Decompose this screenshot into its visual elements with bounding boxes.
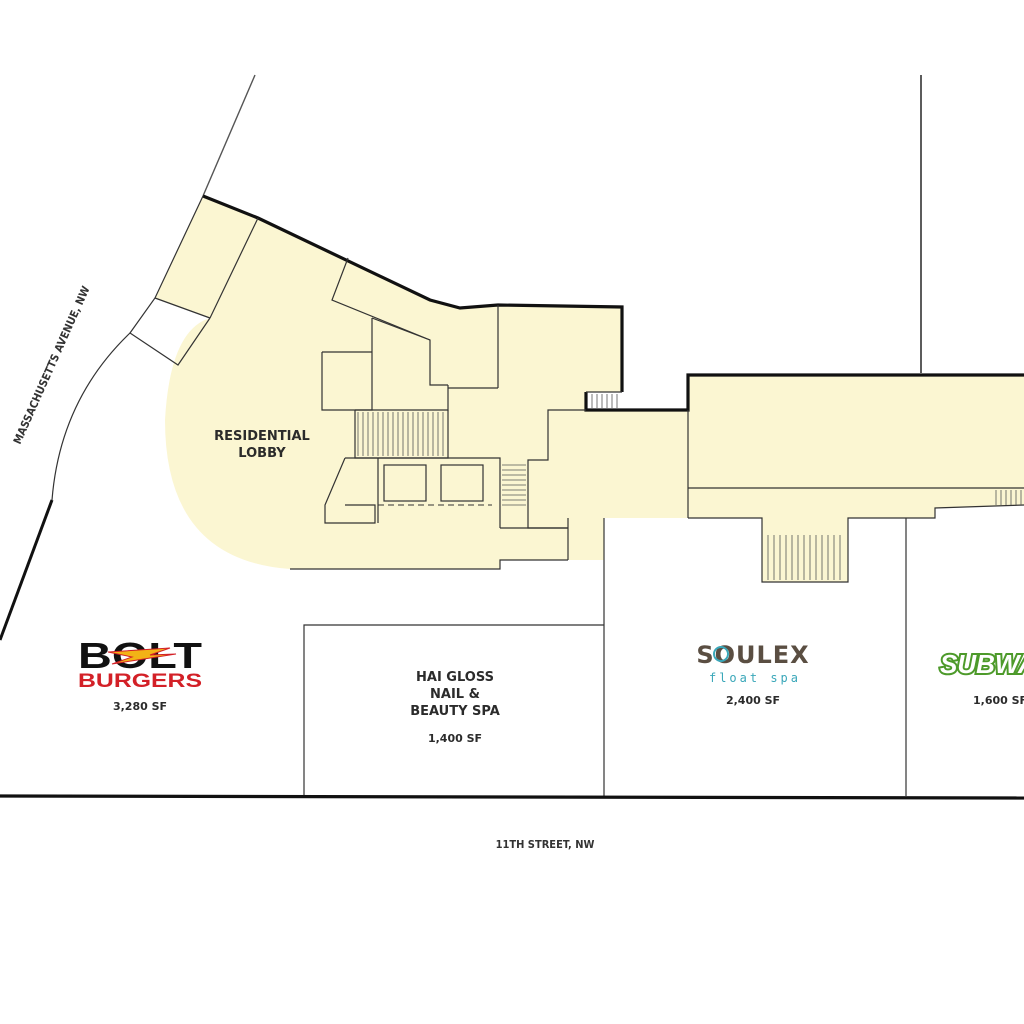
tenant-soulex[interactable]: SOULEX float spa 2,400 SF	[696, 641, 809, 707]
lobby-label-line2: LOBBY	[238, 446, 286, 461]
lobby-label-line1: RESIDENTIAL	[214, 429, 310, 444]
stairs-small	[591, 394, 618, 408]
stairs-side	[502, 464, 526, 506]
street-label-11th: 11TH STREET, NW	[496, 838, 595, 851]
soulex-area: 2,400 SF	[726, 694, 780, 707]
tenant-subway[interactable]: SUBWAY 1,600 SF	[938, 647, 1024, 707]
stairs-right	[995, 490, 1022, 505]
lightning-bolt-icon	[107, 647, 177, 665]
hai-gloss-line3: BEAUTY SPA	[410, 704, 500, 719]
bolt-logo-subtext: BURGERS	[78, 671, 202, 692]
tenant-bolt-burgers[interactable]: BOLT BURGERS 3,280 SF	[78, 635, 202, 713]
hai-gloss-area: 1,400 SF	[428, 732, 482, 745]
street-label-massachusetts: MASSACHUSETTS AVENUE, NW	[11, 284, 93, 446]
subway-logo-text: SUBWAY	[940, 649, 1024, 679]
hai-gloss-line1: HAI GLOSS	[416, 670, 494, 685]
bolt-area: 3,280 SF	[113, 700, 167, 713]
retail-outlines	[0, 499, 1024, 800]
soulex-logo-subtext: float spa	[709, 671, 801, 685]
tenant-hai-gloss[interactable]: HAI GLOSS NAIL & BEAUTY SPA 1,400 SF	[410, 670, 500, 745]
residential-building	[129, 194, 1024, 583]
stairs-lobby	[357, 412, 444, 456]
hai-gloss-line2: NAIL &	[430, 687, 480, 702]
subway-area: 1,600 SF	[973, 694, 1024, 707]
site-lines	[51, 74, 922, 501]
swirl-icon	[713, 646, 729, 662]
stairs-soulex	[767, 535, 841, 580]
